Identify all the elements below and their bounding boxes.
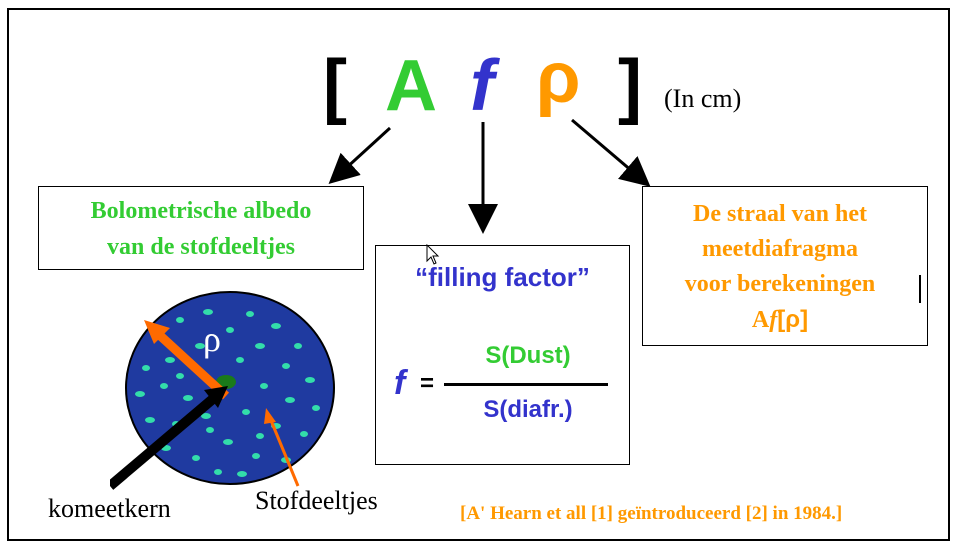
formula-denominator: S(diafr.) (483, 396, 573, 423)
albedo-box: Bolometrische albedo van de stofdeeltjes (38, 186, 364, 270)
reference-note: [A' Hearn et all [1] geïntroduceerd [2] … (460, 503, 843, 524)
slide-frame (7, 8, 950, 541)
radius-line4: Af[ρ] (751, 306, 809, 333)
albedo-line2: van de stofdeeltjes (107, 234, 295, 260)
symbol-a: A (385, 46, 437, 126)
radius-box: De straal van het meetdiafragma voor ber… (642, 186, 928, 346)
arrow-to-albedo (328, 126, 392, 185)
albedo-line1: Bolometrische albedo (90, 198, 312, 224)
filling-factor-title: “filling factor” (415, 262, 590, 292)
radius-arrow (150, 326, 230, 400)
nucleus-label: komeetkern (48, 494, 171, 523)
unit-label: (In cm) (664, 84, 742, 113)
dust-pointer-arrow (268, 417, 300, 487)
formula-equals: = (420, 370, 435, 397)
bracket-close: ] (618, 46, 642, 126)
coma-illustration (110, 291, 335, 490)
symbol-f: f (470, 46, 494, 126)
radius-line1: De straal van het (693, 201, 867, 227)
bracket-open: [ (323, 46, 347, 126)
text-cursor (919, 275, 921, 303)
filling-factor-box: “filling factor” f = S(Dust) S(diafr.) (375, 245, 630, 465)
formula-f: f (394, 364, 406, 402)
arrow-to-radius (571, 118, 651, 187)
radius-line2: meetdiafragma (702, 236, 858, 262)
symbol-rho: ρ (536, 38, 581, 118)
rho-label: ρ (203, 319, 221, 359)
mouse-cursor-icon (426, 244, 440, 265)
formula-fraction-bar (444, 383, 608, 386)
formula-numerator: S(Dust) (485, 342, 571, 369)
radius-line3: voor berekeningen (684, 271, 876, 297)
dust-label: Stofdeeltjes (255, 486, 378, 515)
nucleus-pointer-arrow (110, 394, 218, 490)
